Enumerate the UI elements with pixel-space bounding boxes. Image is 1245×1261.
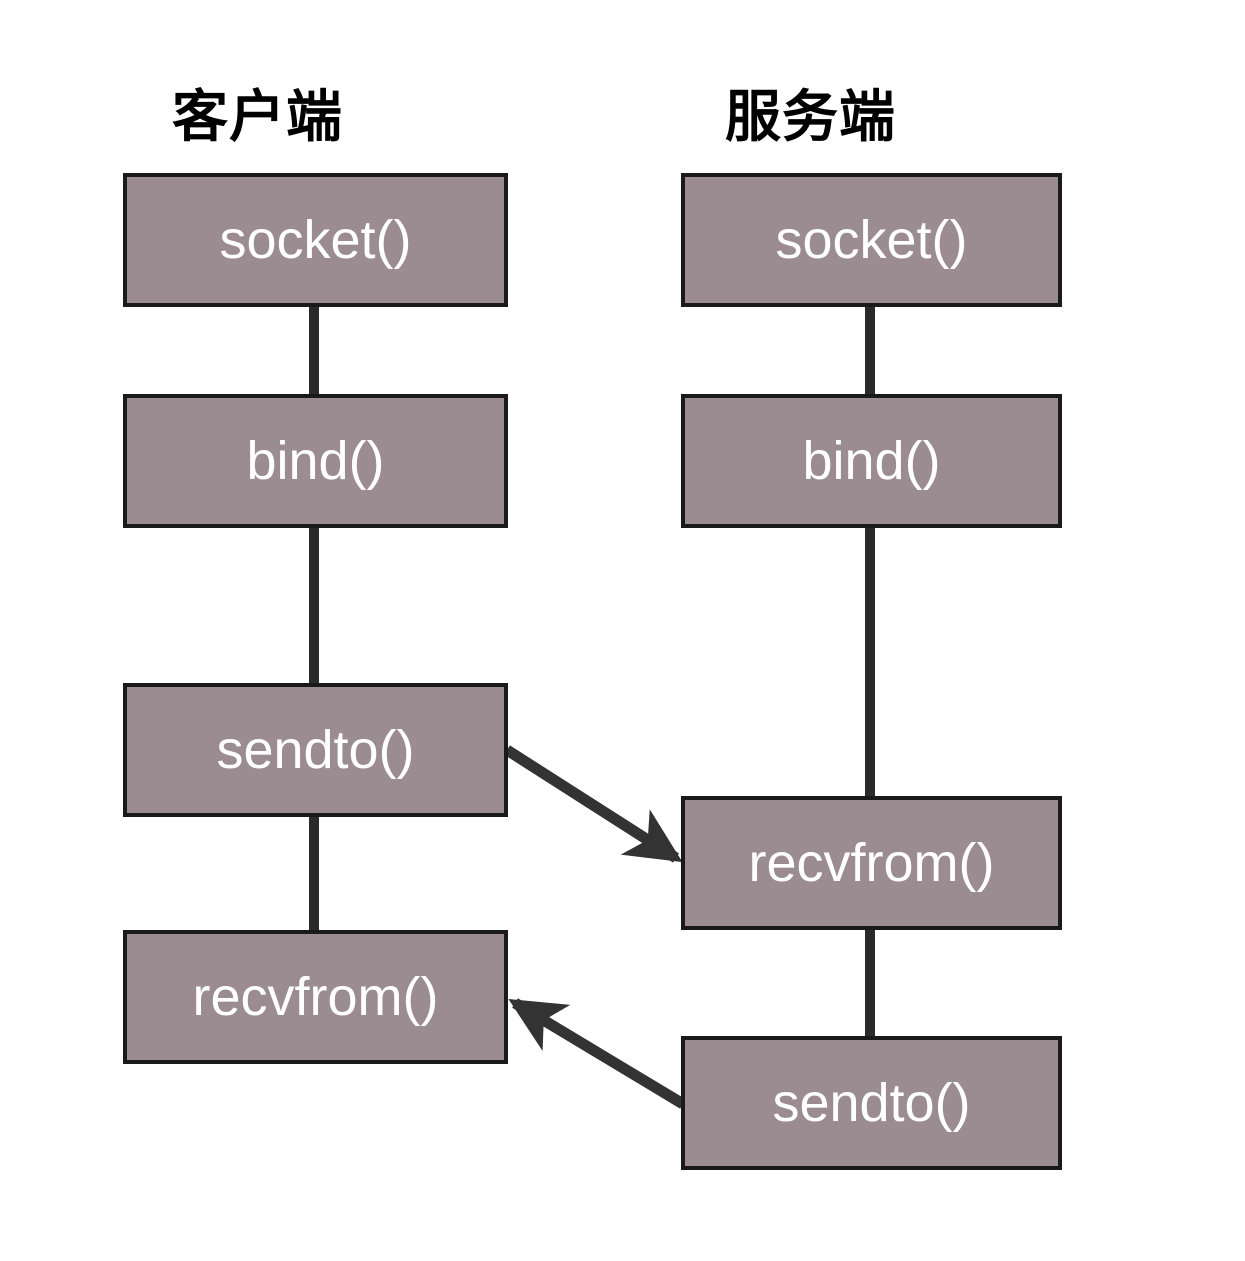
connector-client-sendto-recvfrom: [309, 810, 319, 936]
node-server-bind-label: bind(): [802, 431, 941, 491]
node-server-bind[interactable]: bind(): [681, 394, 1062, 528]
node-server-socket[interactable]: socket(): [681, 173, 1062, 307]
connector-server-bind-recvfrom: [865, 521, 875, 801]
arrow-client-sendto-to-server-recvfrom: [504, 745, 683, 863]
node-server-recvfrom-label: recvfrom(): [748, 833, 995, 893]
connector-client-bind-sendto: [309, 521, 319, 689]
connector-server-recvfrom-sendto: [865, 924, 875, 1042]
node-server-sendto[interactable]: sendto(): [681, 1036, 1062, 1170]
node-server-recvfrom[interactable]: recvfrom(): [681, 796, 1062, 930]
node-client-recvfrom-label: recvfrom(): [192, 967, 439, 1027]
node-client-recvfrom[interactable]: recvfrom(): [123, 930, 508, 1064]
node-client-socket-label: socket(): [219, 210, 412, 270]
arrow-server-sendto-to-client-recvfrom: [508, 998, 686, 1109]
node-client-socket[interactable]: socket(): [123, 173, 508, 307]
node-server-sendto-label: sendto(): [772, 1073, 971, 1133]
node-client-sendto[interactable]: sendto(): [123, 683, 508, 817]
node-client-bind-label: bind(): [246, 431, 385, 491]
connector-client-socket-bind: [309, 300, 319, 400]
node-client-sendto-label: sendto(): [216, 720, 415, 780]
connector-server-socket-bind: [865, 300, 875, 400]
node-server-socket-label: socket(): [775, 210, 968, 270]
column-title-client: 客户端: [172, 85, 343, 150]
column-title-server: 服务端: [725, 85, 896, 150]
node-client-bind[interactable]: bind(): [123, 394, 508, 528]
